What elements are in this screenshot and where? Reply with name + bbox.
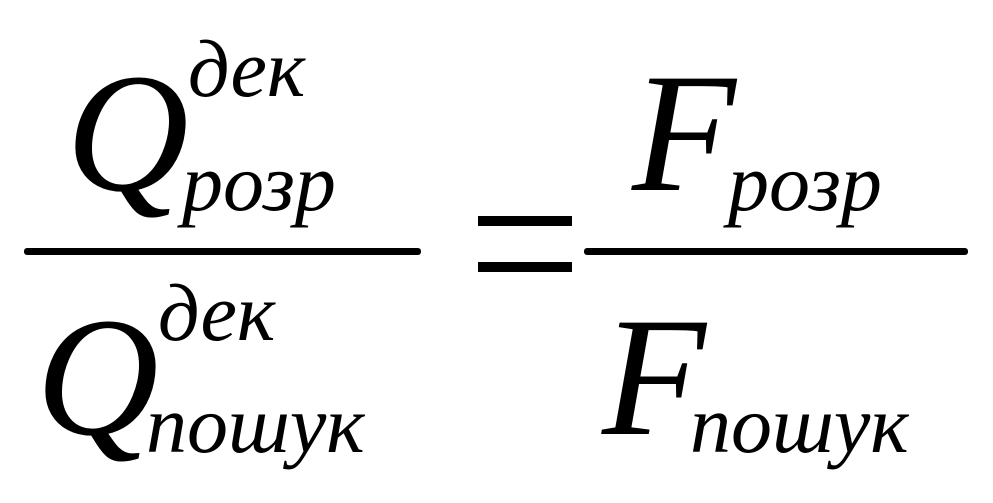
right-fraction-bar <box>584 248 968 255</box>
equals-sign-top <box>478 216 572 226</box>
left-fraction-bar <box>24 248 421 255</box>
right-numerator-subscript: розр <box>728 137 882 228</box>
right-denominator-subscript: пошук <box>690 379 909 470</box>
equals-sign-bottom <box>478 262 572 272</box>
left-denominator-superscript: дек <box>158 267 276 358</box>
left-denominator-subscript: пошук <box>146 379 365 470</box>
left-numerator-superscript: дек <box>188 23 306 114</box>
left-numerator-base: Q <box>66 39 189 227</box>
right-numerator-base: F <box>632 39 736 227</box>
left-numerator-subscript: розр <box>182 137 336 228</box>
right-denominator-base: F <box>602 283 706 471</box>
left-denominator-base: Q <box>36 283 159 471</box>
